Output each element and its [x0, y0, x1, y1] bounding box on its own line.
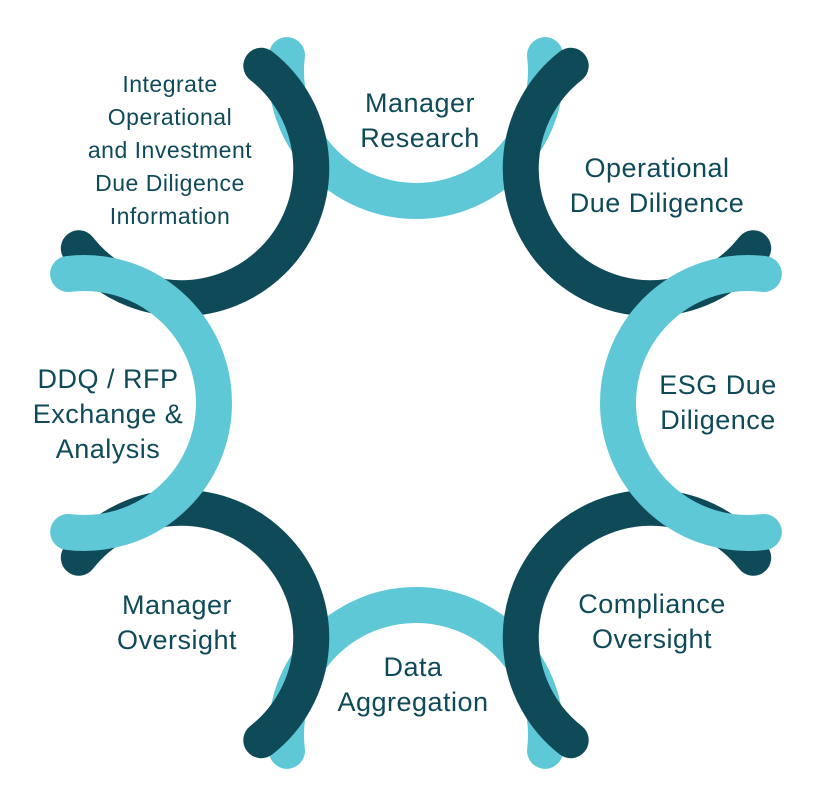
label-compliance-oversight: Compliance Oversight	[578, 587, 726, 657]
label-line: Exchange &	[32, 399, 184, 429]
label-operational-due-diligence: Operational Due Diligence	[570, 151, 745, 221]
label-line: Due Diligence	[95, 170, 245, 196]
label-line: Information	[109, 203, 231, 229]
label-line: Due Diligence	[569, 188, 745, 218]
arc-right	[600, 255, 782, 551]
arc-left	[50, 255, 232, 551]
label-line: Manager	[364, 88, 476, 118]
label-line: Oversight	[116, 625, 238, 655]
label-line: Data	[383, 652, 443, 682]
label-line: Research	[360, 123, 480, 153]
label-manager-research: Manager Research	[360, 86, 480, 156]
label-line: and Investment	[87, 137, 253, 163]
label-line: Operational	[584, 153, 730, 183]
label-manager-oversight: Manager Oversight	[117, 588, 237, 658]
label-line: ESG Due	[659, 370, 777, 400]
label-line: Analysis	[55, 434, 161, 464]
label-line: DDQ / RFP	[37, 364, 179, 394]
label-line: Diligence	[660, 405, 776, 435]
label-ddq-rfp-exchange: DDQ / RFP Exchange & Analysis	[33, 362, 184, 467]
label-esg-due-diligence: ESG Due Diligence	[659, 368, 777, 438]
label-line: Aggregation	[337, 687, 489, 717]
label-data-aggregation: Data Aggregation	[337, 650, 488, 720]
label-line: Operational	[107, 104, 233, 130]
label-line: Manager	[121, 590, 233, 620]
label-line: Integrate	[122, 71, 218, 97]
label-line: Compliance	[578, 589, 726, 619]
label-integrate-operational-investment: Integrate Operational and Investment Due…	[88, 68, 252, 233]
label-line: Oversight	[591, 624, 713, 654]
